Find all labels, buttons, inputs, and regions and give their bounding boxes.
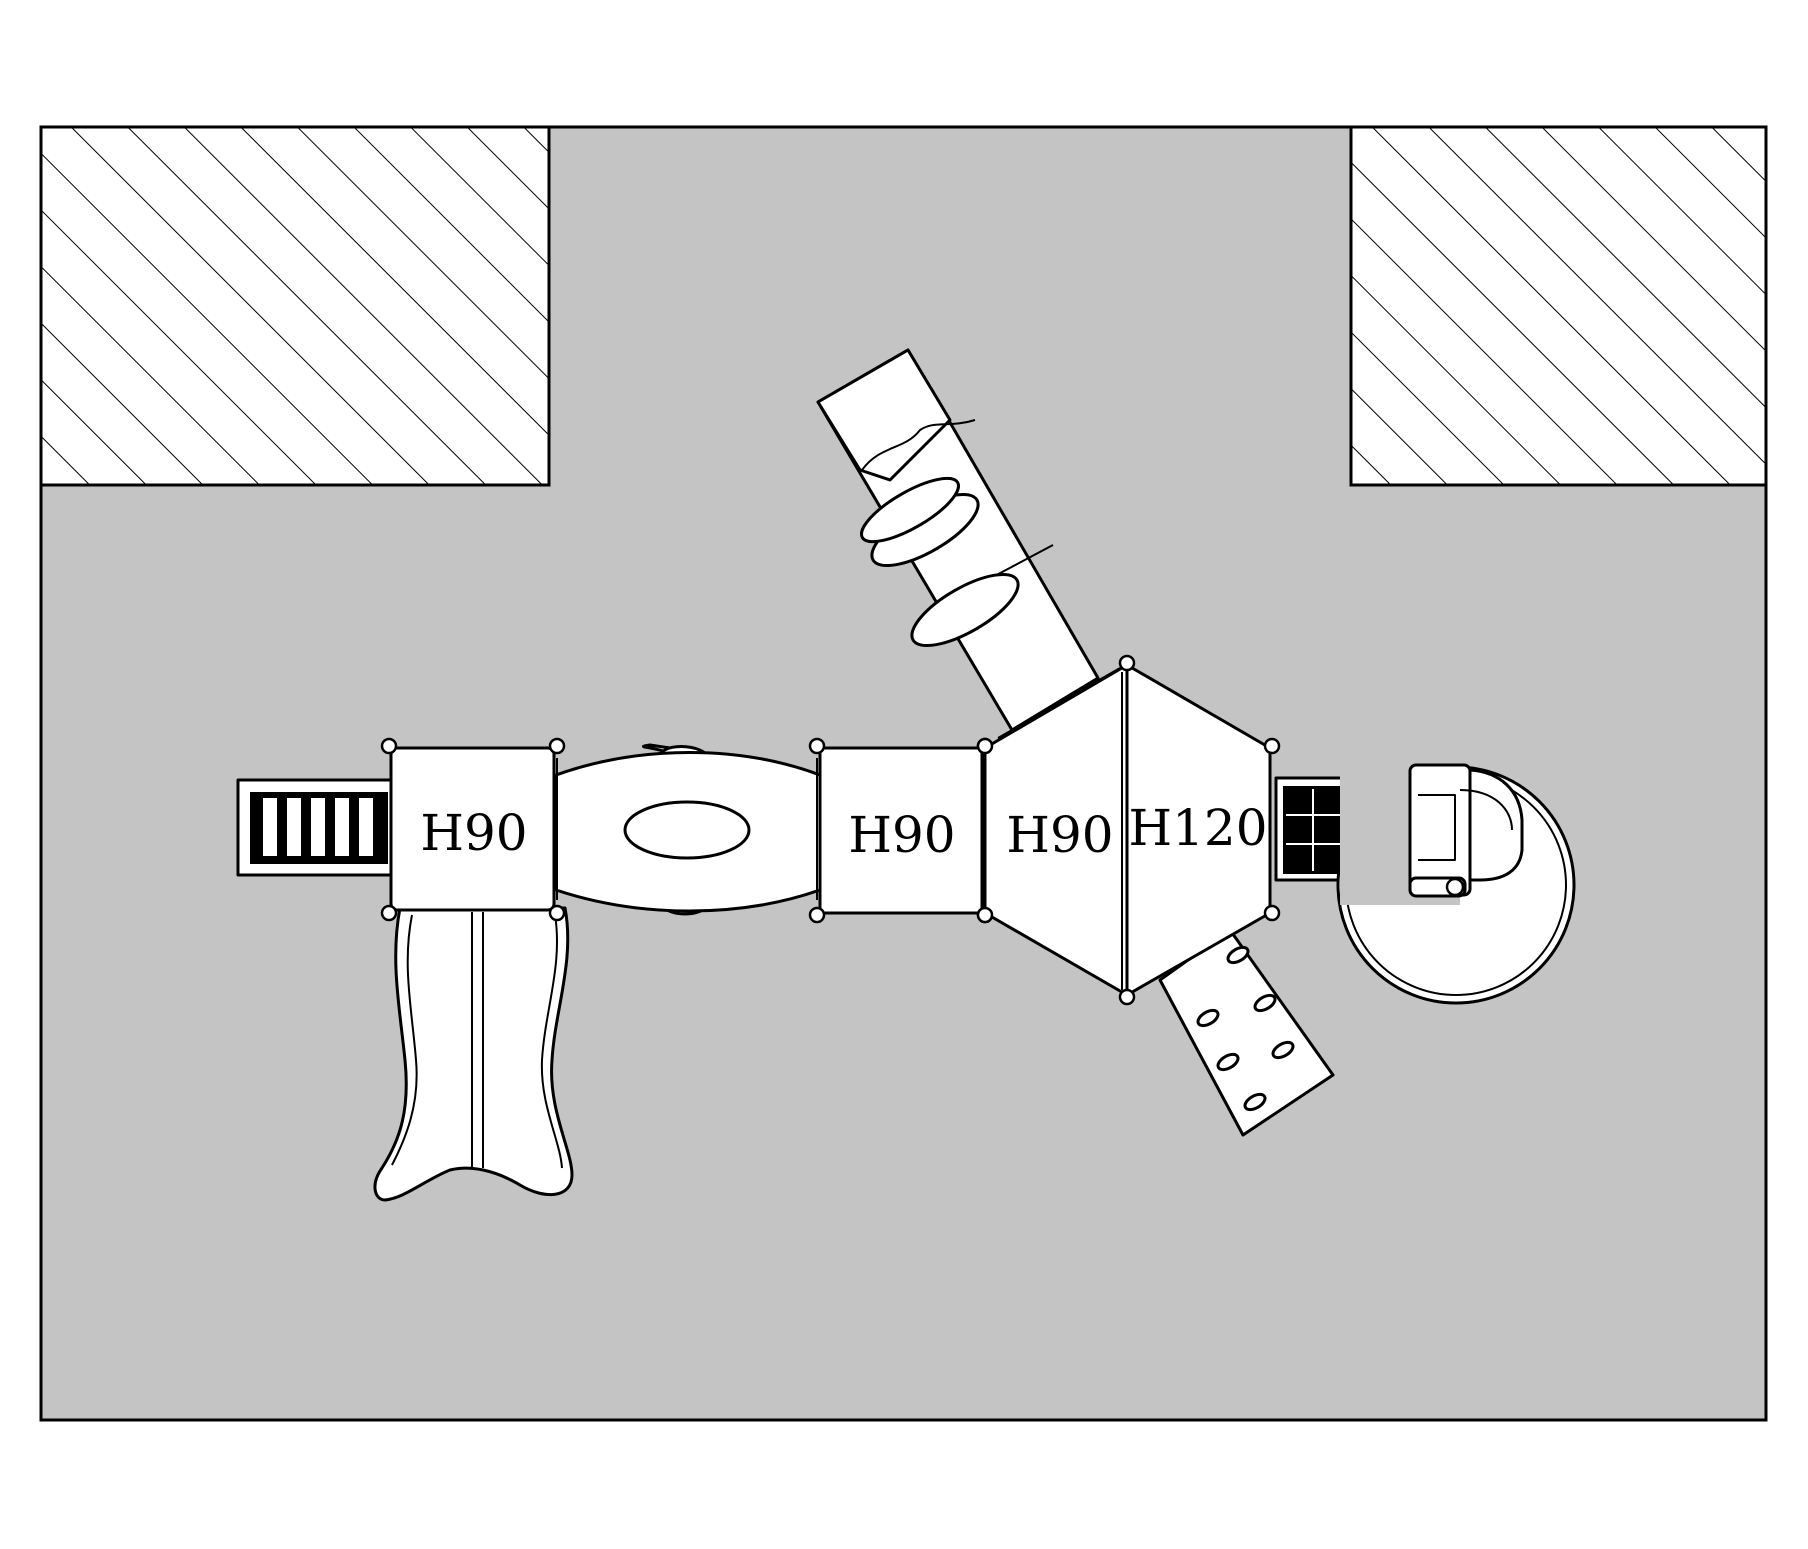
- deck-2-label: H90: [848, 806, 955, 864]
- ladder: [236, 778, 396, 877]
- deck-4-label: H120: [1128, 799, 1267, 857]
- deck-1: H90: [380, 737, 566, 922]
- deck-3: H90: [976, 663, 1129, 997]
- deck-4: H120: [1118, 654, 1281, 1006]
- bridge: [554, 743, 822, 916]
- climbing-wall: [1158, 928, 1335, 1137]
- hatched-zone-left: [39, 125, 551, 487]
- deck-1-label: H90: [420, 804, 527, 862]
- deck-3-label: H90: [1006, 806, 1113, 864]
- hatched-zone-right: [1349, 125, 1768, 487]
- spiral-slide: [1336, 760, 1576, 1005]
- deck-2: H90: [808, 737, 994, 924]
- tube-slide: [816, 348, 1100, 732]
- double-slide: [373, 906, 574, 1202]
